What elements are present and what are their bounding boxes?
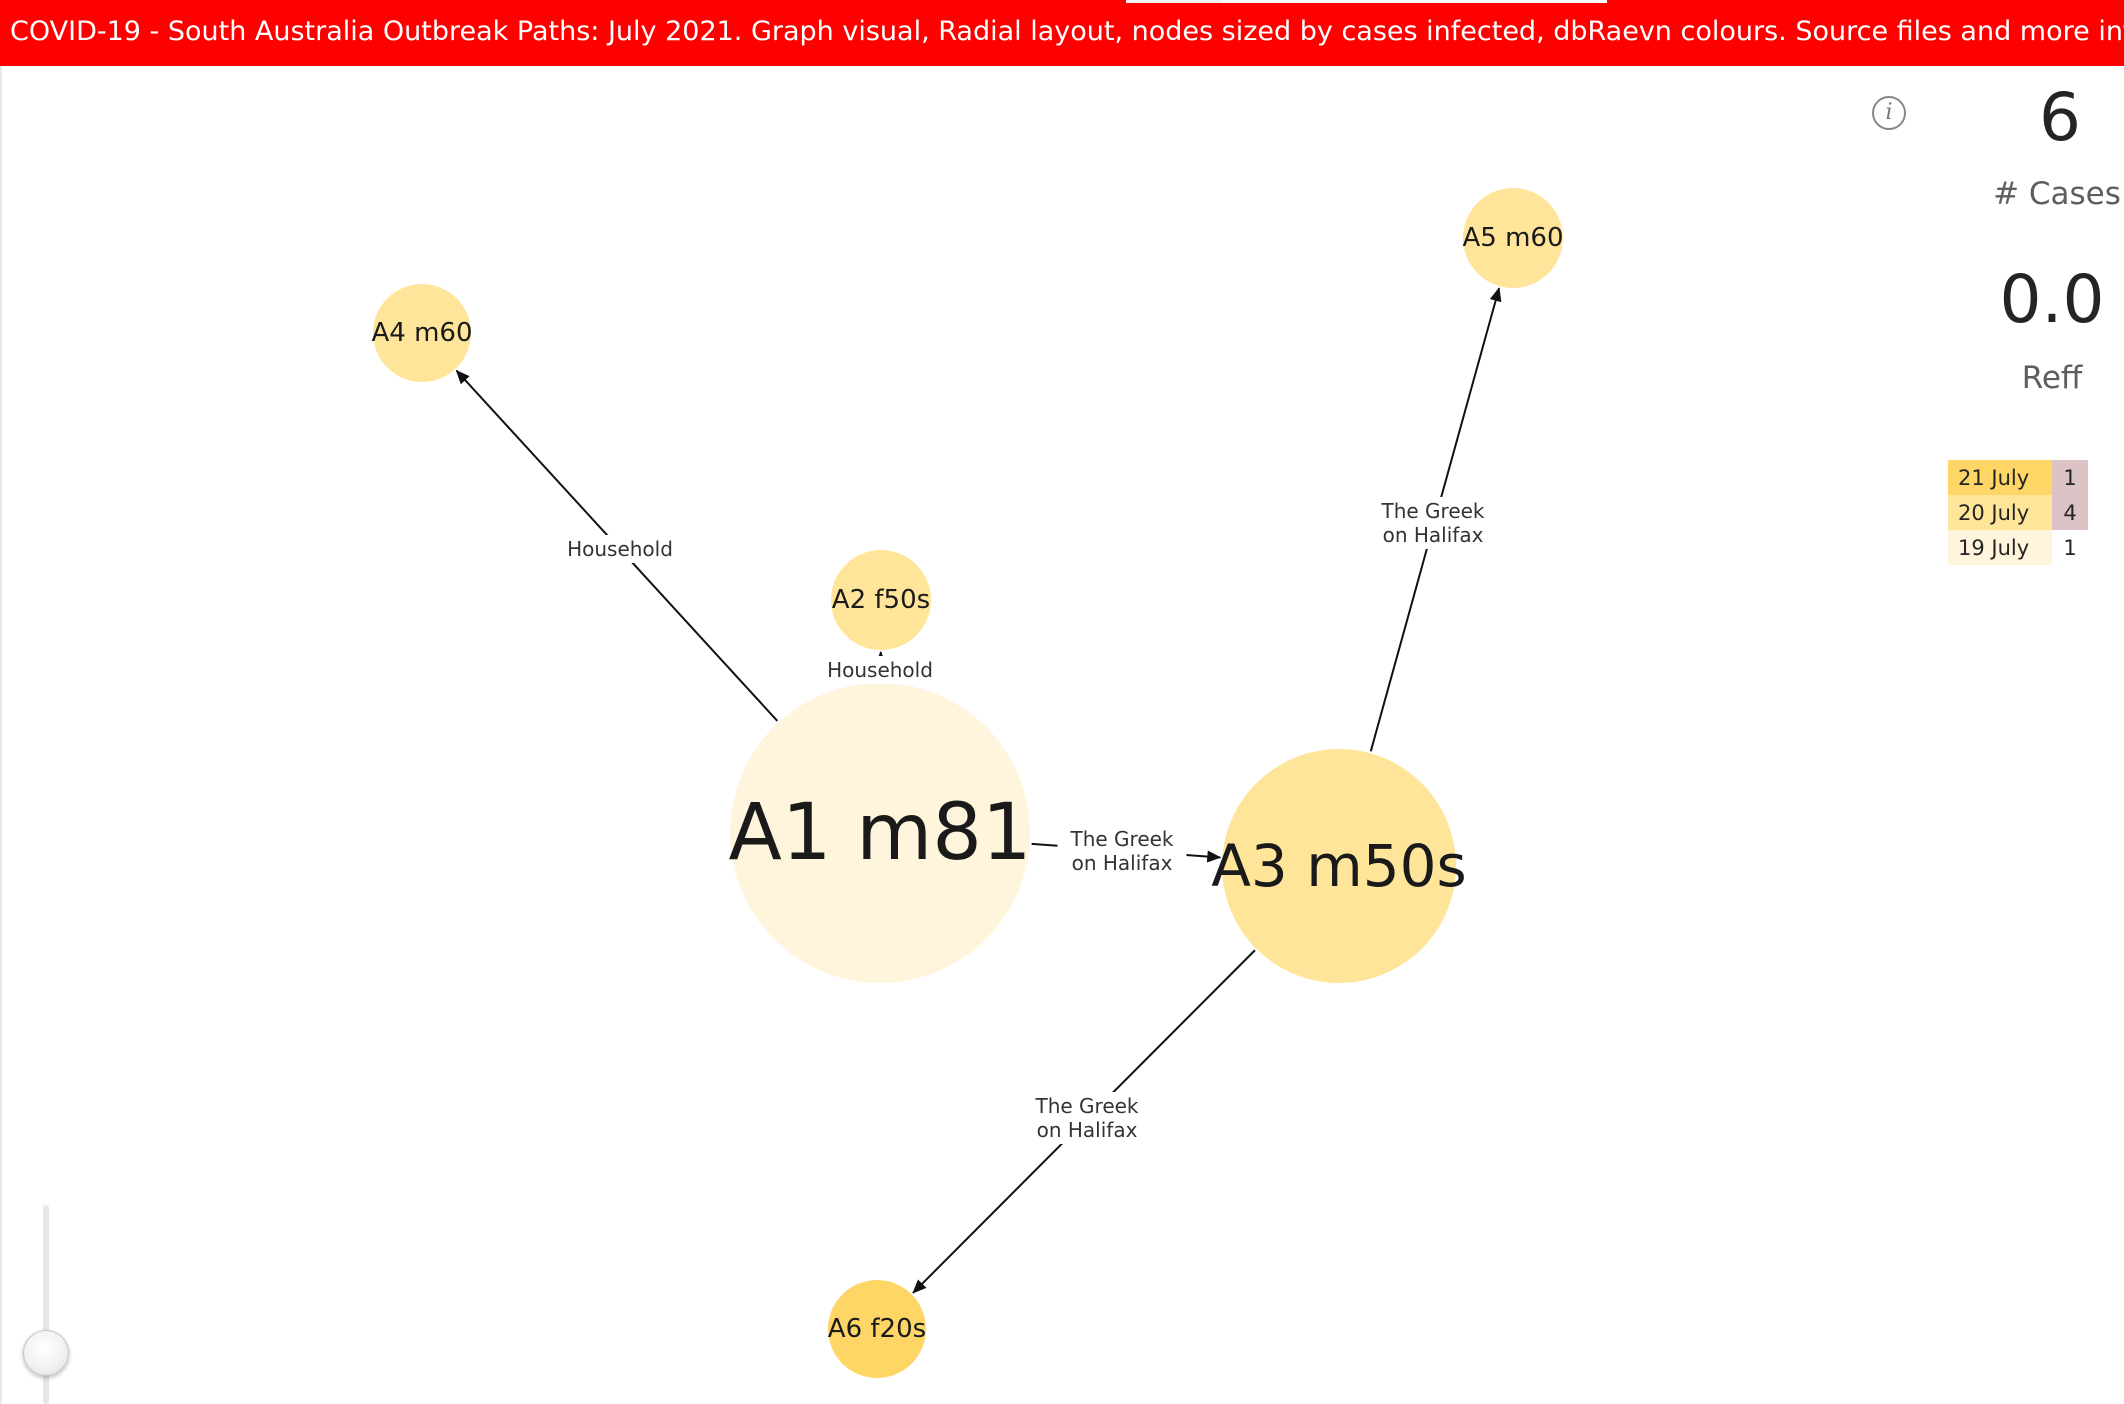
edge-label-background <box>561 535 679 563</box>
node-label: A5 m60 <box>1462 223 1563 253</box>
date-cell: 19 July <box>1948 530 2052 565</box>
reff-label: Reff <box>2021 360 2083 396</box>
banner-tab-right <box>1221 0 1607 3</box>
date-cell: 20 July <box>1948 495 2052 530</box>
cases-label: # Cases <box>1993 176 2121 212</box>
zoom-slider-thumb[interactable] <box>23 1330 69 1377</box>
reff-value: 0.0 <box>1999 261 2105 338</box>
node-a3[interactable]: A3 m50s <box>1211 749 1467 983</box>
node-a5[interactable]: A5 m60 <box>1462 188 1564 288</box>
left-border <box>0 66 2 1404</box>
node-circle[interactable] <box>1222 749 1456 983</box>
node-label: A2 f50s <box>832 585 930 615</box>
node-a4[interactable]: A4 m60 <box>371 284 473 382</box>
edge-label-background <box>1057 825 1187 877</box>
table-row: 20 July 4 <box>1948 495 2088 530</box>
edge-label-background <box>1022 1092 1152 1144</box>
node-a2[interactable]: A2 f50s <box>831 550 931 650</box>
node-circle[interactable] <box>1463 188 1563 288</box>
table-row: 19 July 1 <box>1948 530 2088 565</box>
count-cell: 1 <box>2052 530 2088 565</box>
node-label: A1 m81 <box>728 788 1031 878</box>
zoom-slider-track[interactable] <box>43 1205 49 1404</box>
edge-label-background <box>1368 497 1498 549</box>
node-a1[interactable]: A1 m81 <box>728 683 1032 983</box>
info-icon[interactable]: i <box>1872 96 1906 130</box>
node-circle[interactable] <box>373 284 471 382</box>
date-cell: 21 July <box>1948 460 2052 495</box>
nodes-layer: A1 m81 A2 f50s A3 m50s A4 m60 A5 m60 A6 f20s <box>371 188 1564 1378</box>
banner-text: COVID-19 - South Australia Outbreak Path… <box>10 16 2124 47</box>
node-a6[interactable]: A6 f20s <box>828 1280 926 1378</box>
edge-label: Household <box>567 537 673 561</box>
edge-label: on Halifax <box>1072 851 1173 875</box>
edge-label-background <box>821 656 939 684</box>
table-row: 21 July 1 <box>1948 460 2088 495</box>
node-label: A4 m60 <box>371 318 472 348</box>
count-cell: 1 <box>2052 460 2088 495</box>
banner-tab-left <box>1126 0 1221 3</box>
edge-label: on Halifax <box>1383 523 1484 547</box>
edge-label: The Greek <box>1380 499 1484 523</box>
node-label: A3 m50s <box>1211 832 1467 900</box>
node-circle[interactable] <box>828 1280 926 1378</box>
edge-label: The Greek <box>1034 1094 1138 1118</box>
edge-label: The Greek <box>1069 827 1173 851</box>
title-banner: COVID-19 - South Australia Outbreak Path… <box>0 0 2124 66</box>
cases-by-date-table: 21 July 1 20 July 4 19 July 1 <box>1948 460 2088 565</box>
cases-value: 6 <box>2039 79 2081 156</box>
node-circle[interactable] <box>730 683 1030 983</box>
count-cell: 4 <box>2052 495 2088 530</box>
node-label: A6 f20s <box>828 1314 926 1344</box>
edge-label: on Halifax <box>1037 1118 1138 1142</box>
edge-label: Household <box>827 658 933 682</box>
node-circle[interactable] <box>831 550 931 650</box>
